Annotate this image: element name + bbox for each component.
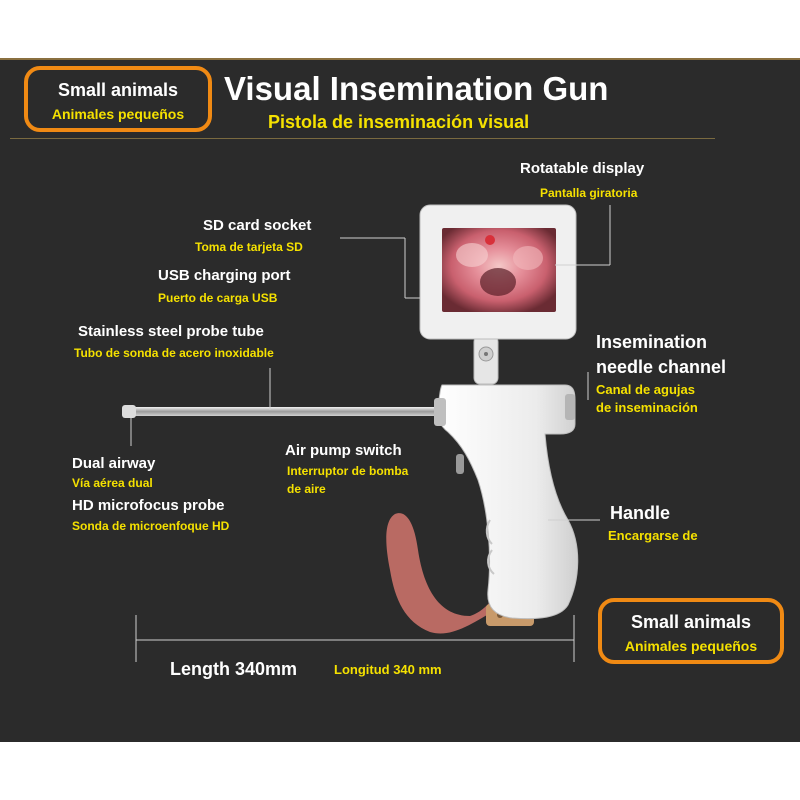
badge-top-en: Small animals bbox=[57, 80, 179, 100]
badge-bottom-es: Animales pequeños bbox=[624, 638, 758, 654]
badge-bottom-en: Small animals bbox=[630, 612, 752, 632]
air-pump-switch bbox=[456, 454, 464, 474]
page-title: Visual Insemination Gun bbox=[224, 70, 609, 107]
front-collar bbox=[434, 398, 446, 426]
label-needle-channel-es-1: Canal de agujas bbox=[596, 382, 695, 397]
label-probe-tube-es: Tubo de sonda de acero inoxidable bbox=[74, 346, 274, 360]
label-sd-card: SD card socket bbox=[203, 217, 312, 234]
label-air-pump: Air pump switch bbox=[285, 442, 402, 459]
label-needle-channel-2: needle channel bbox=[596, 357, 727, 377]
needle-channel-port bbox=[565, 394, 575, 420]
label-rotatable-display-es: Pantalla giratoria bbox=[540, 186, 638, 200]
label-sd-card-es: Toma de tarjeta SD bbox=[195, 240, 303, 254]
wrist-strap bbox=[386, 513, 492, 634]
label-handle: Handle bbox=[610, 503, 671, 523]
label-handle-es: Encargarse de bbox=[608, 528, 698, 543]
label-usb-port-es: Puerto de carga USB bbox=[158, 291, 278, 305]
dimension-length: Length 340mm bbox=[170, 659, 298, 679]
leader-lines bbox=[130, 205, 611, 662]
background-panel bbox=[0, 58, 800, 742]
header-separator bbox=[10, 138, 715, 139]
label-usb-port: USB charging port bbox=[158, 267, 291, 284]
probe-tip bbox=[122, 405, 136, 418]
probe-tube bbox=[124, 407, 442, 416]
label-air-pump-es-1: Interruptor de bomba bbox=[287, 464, 409, 478]
label-air-pump-es-2: de aire bbox=[287, 482, 326, 496]
label-dual-airway-es: Vía aérea dual bbox=[72, 476, 153, 490]
label-hd-probe: HD microfocus probe bbox=[72, 497, 225, 514]
label-rotatable-display: Rotatable display bbox=[520, 160, 645, 177]
badge-bottom: Small animals Animales pequeños bbox=[598, 598, 784, 664]
label-dual-airway: Dual airway bbox=[72, 455, 156, 472]
label-probe-tube: Stainless steel probe tube bbox=[78, 323, 264, 340]
dimension-length-es: Longitud 340 mm bbox=[334, 662, 442, 677]
badge-top-es: Animales pequeños bbox=[51, 106, 185, 122]
label-needle-channel-es-2: de inseminación bbox=[596, 400, 698, 415]
badge-top: Small animals Animales pequeños bbox=[24, 66, 212, 132]
label-hd-probe-es: Sonda de microenfoque HD bbox=[72, 519, 230, 533]
label-needle-channel-1: Insemination bbox=[596, 332, 708, 352]
page-subtitle: Pistola de inseminación visual bbox=[268, 112, 530, 132]
gun-body bbox=[437, 384, 579, 620]
top-accent-line bbox=[0, 58, 800, 60]
